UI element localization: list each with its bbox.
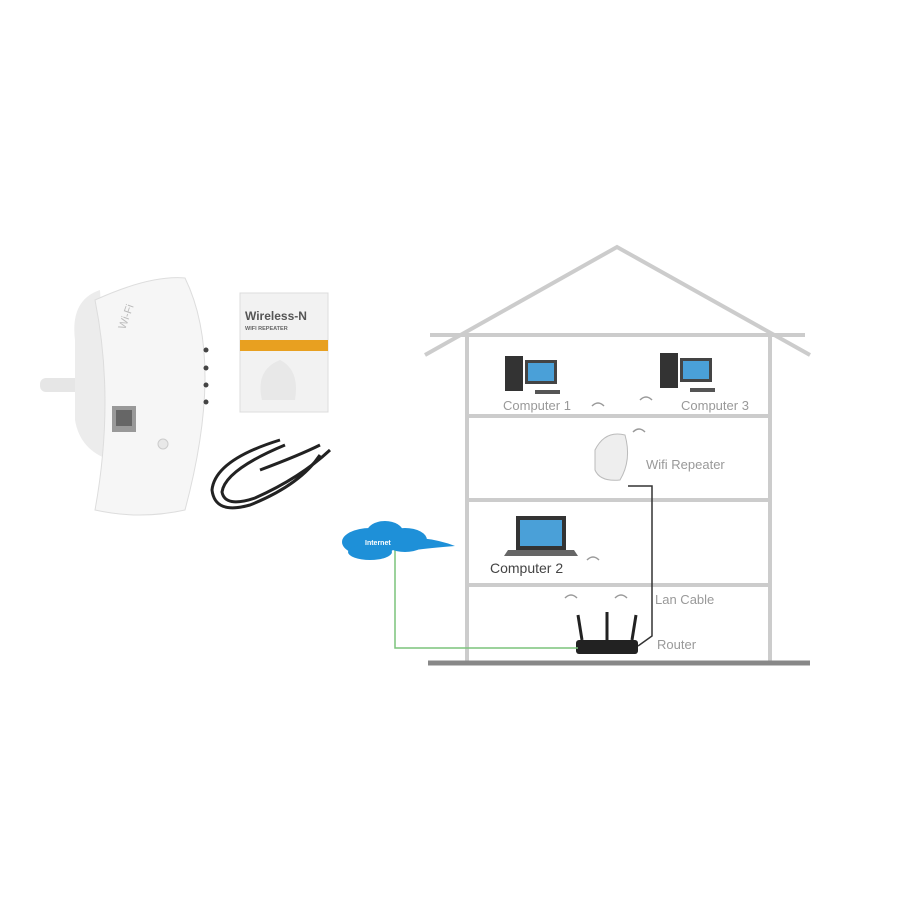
wifi-signal-icons (564, 396, 653, 599)
ethernet-cable (210, 438, 332, 510)
router-icon (576, 612, 638, 654)
manual-subtitle: WIFI REPEATER (245, 326, 288, 332)
router-label: Router (657, 637, 697, 652)
manual-booklet: Wireless-N WIFI REPEATER (239, 292, 329, 413)
house (424, 244, 811, 662)
computer-2-label: Computer 2 (490, 560, 563, 576)
manual-title: Wireless-N (245, 309, 307, 323)
internet-label: Internet (365, 540, 391, 547)
computer-2-laptop-icon (504, 516, 578, 556)
computer-3-label: Computer 3 (681, 398, 749, 413)
wifi-repeater-label: Wifi Repeater (646, 457, 725, 472)
lan-cable-label: Lan Cable (655, 592, 714, 607)
wifi-repeater-icon (594, 433, 629, 481)
computer-3-icon (660, 353, 715, 392)
computer-1-label: Computer 1 (503, 398, 571, 413)
internet-cloud-icon (342, 521, 455, 560)
repeater-device: Wi-Fi (40, 277, 209, 516)
lan-cable-line (628, 485, 653, 647)
internet-line (394, 550, 578, 649)
computer-1-icon (505, 356, 560, 394)
